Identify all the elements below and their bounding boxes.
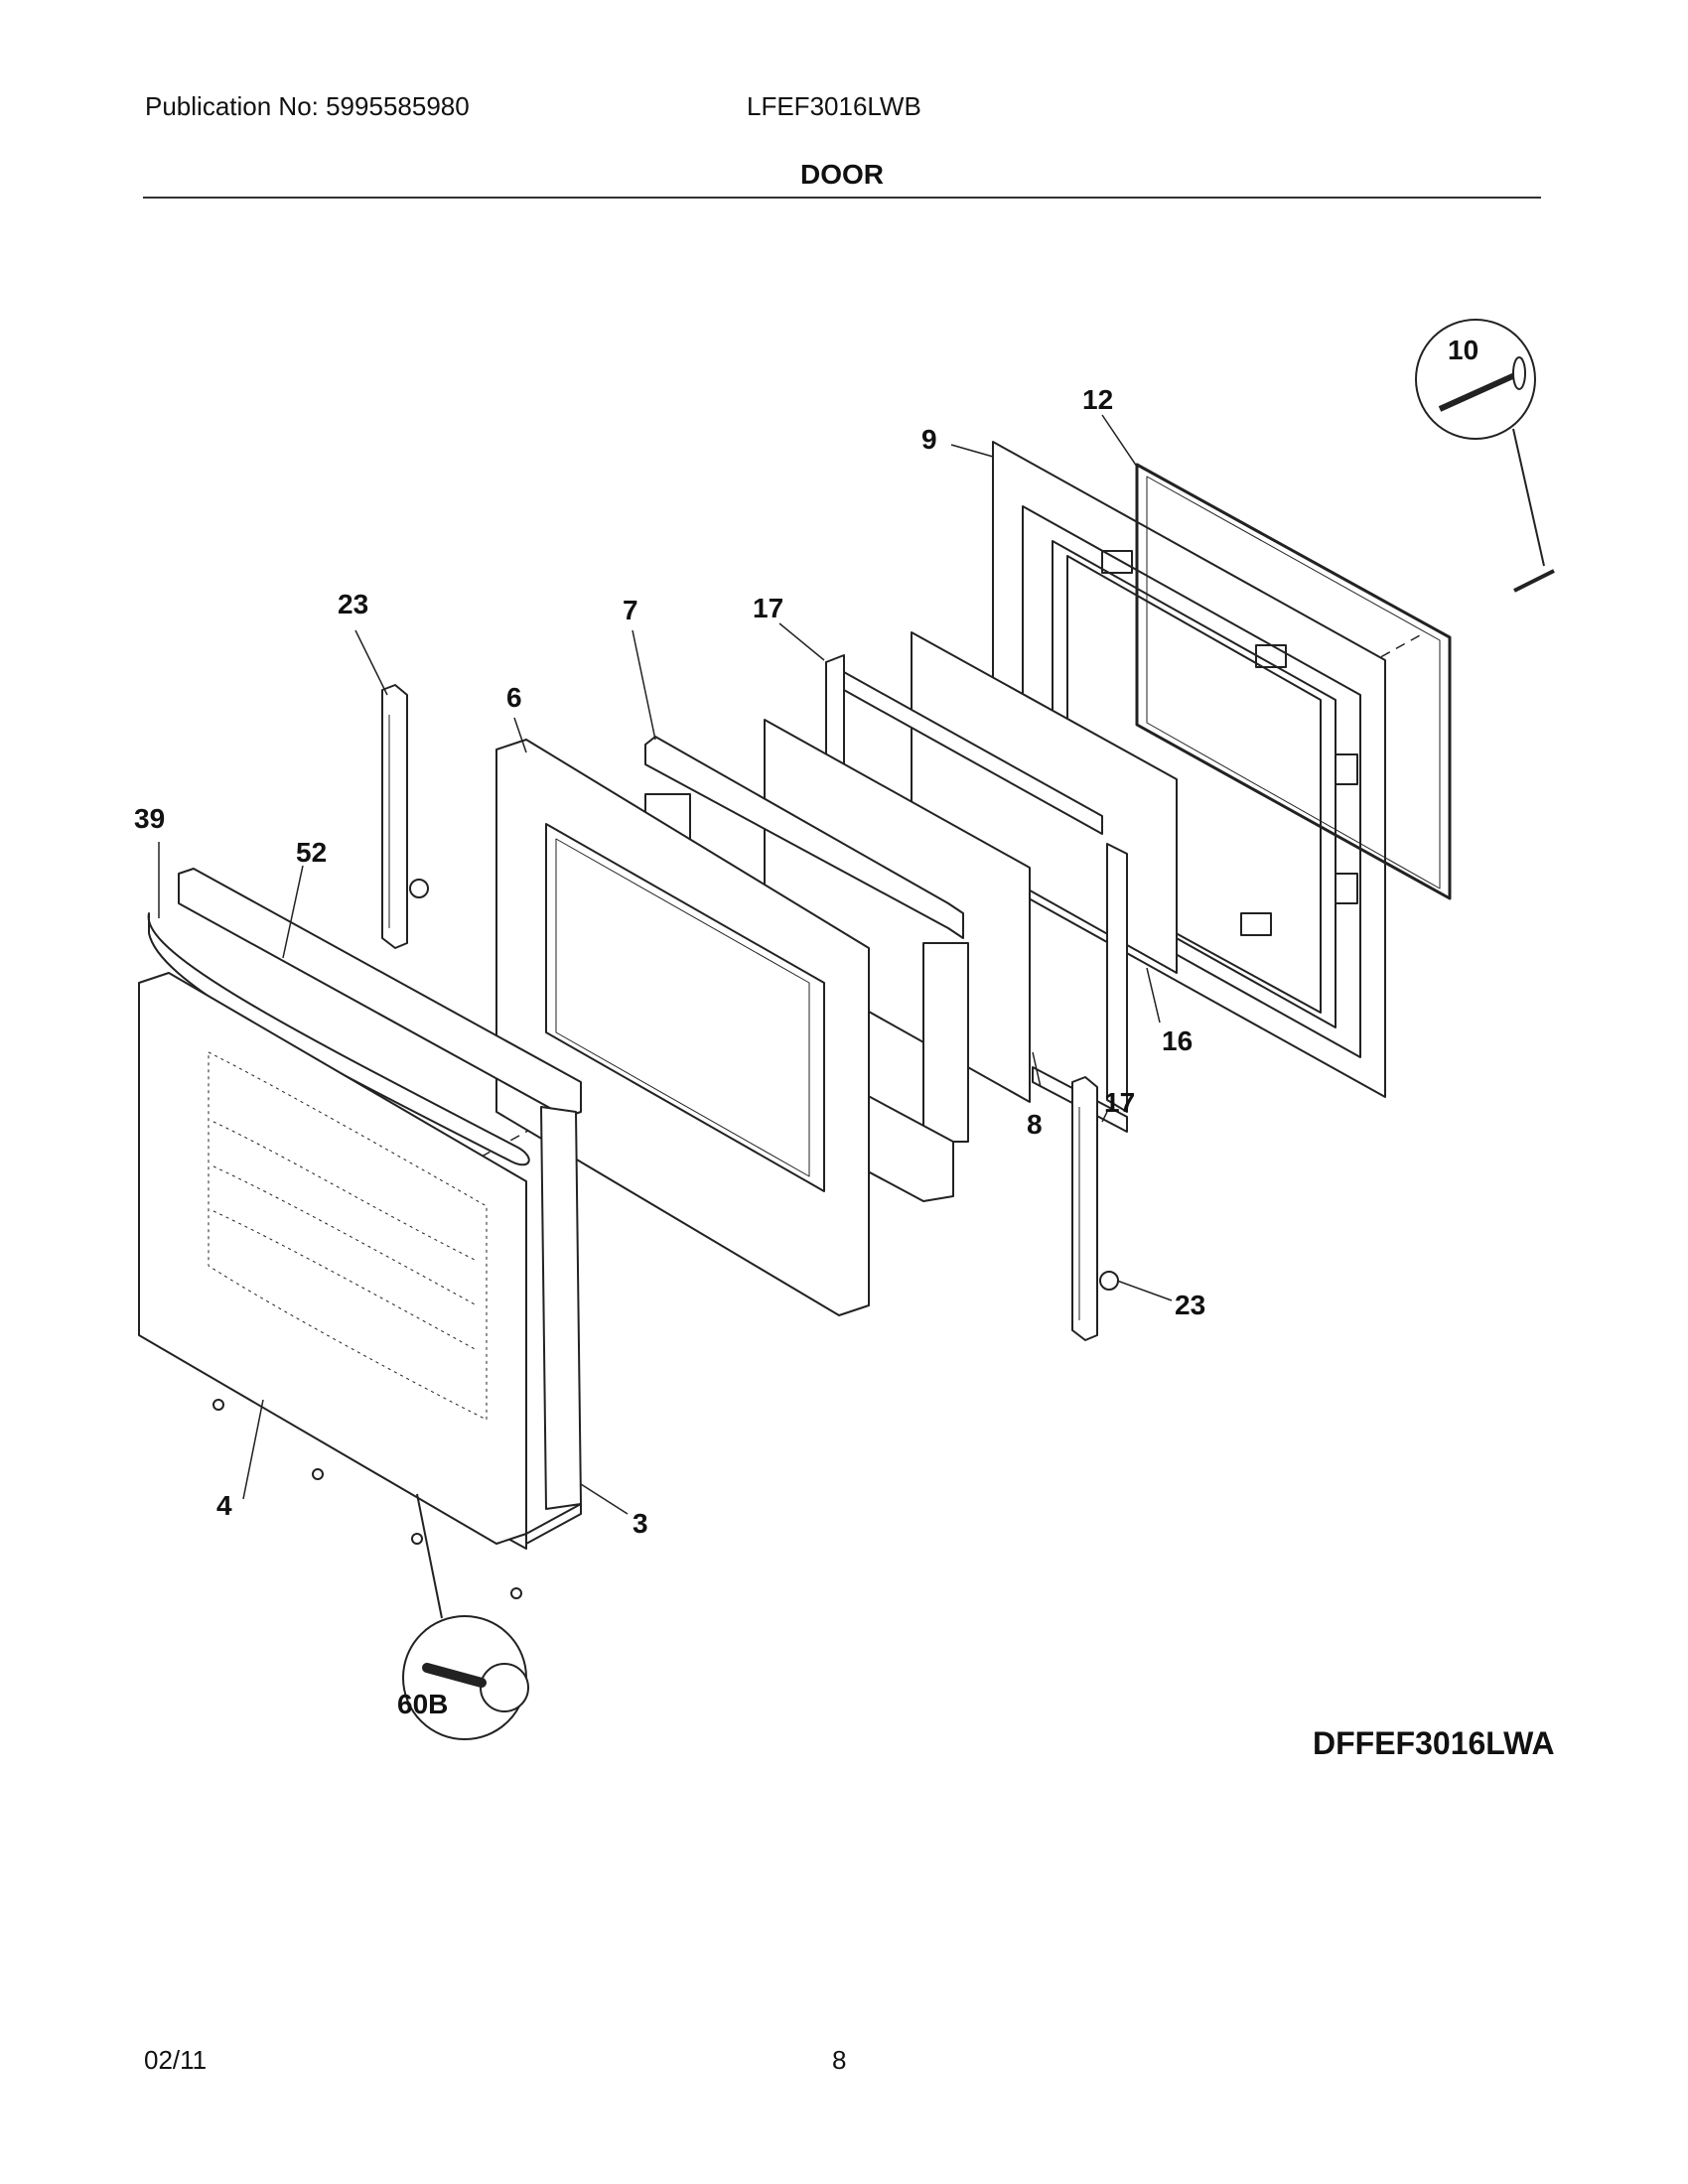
part-3-outer-door-panel (525, 1106, 582, 1545)
bottom-screws (212, 1399, 522, 1599)
callout-3: 3 (633, 1508, 648, 1539)
part-23-hinge-left (381, 684, 429, 949)
callout-7: 7 (623, 595, 638, 625)
outer-door-glass (138, 972, 527, 1545)
model-number: LFEF3016LWB (747, 91, 921, 121)
callout-60b: 60B (397, 1689, 448, 1719)
callout-6: 6 (506, 682, 522, 713)
part-23-hinge-right (1071, 1076, 1119, 1341)
callout-23a: 23 (338, 589, 368, 619)
page-number: 8 (832, 2045, 847, 2075)
callout-17a: 17 (753, 593, 783, 623)
callout-8: 8 (1027, 1109, 1043, 1140)
part-6-door-liner (495, 739, 870, 1316)
callout-23b: 23 (1175, 1290, 1205, 1320)
publication-number: Publication No: 5995585980 (145, 91, 470, 121)
callout-39: 39 (134, 803, 165, 834)
part-52-vent-trim (178, 868, 582, 1118)
callout-17b: 17 (1104, 1087, 1135, 1118)
callout-9: 9 (921, 424, 937, 455)
part-10-screw-detail (1415, 319, 1555, 593)
footer-date: 02/11 (144, 2045, 208, 2075)
header-rule (143, 197, 1541, 199)
diagram-code: DFFEF3016LWA (1313, 1725, 1555, 1761)
callout-10: 10 (1448, 335, 1478, 365)
part-60b-screw-detail (402, 1493, 529, 1740)
callout-12: 12 (1082, 384, 1113, 415)
callout-52: 52 (296, 837, 327, 868)
part-12-door-gasket (1135, 463, 1452, 900)
callout-16: 16 (1162, 1025, 1193, 1056)
callout-4: 4 (216, 1490, 232, 1521)
page-title: DOOR (800, 159, 884, 190)
